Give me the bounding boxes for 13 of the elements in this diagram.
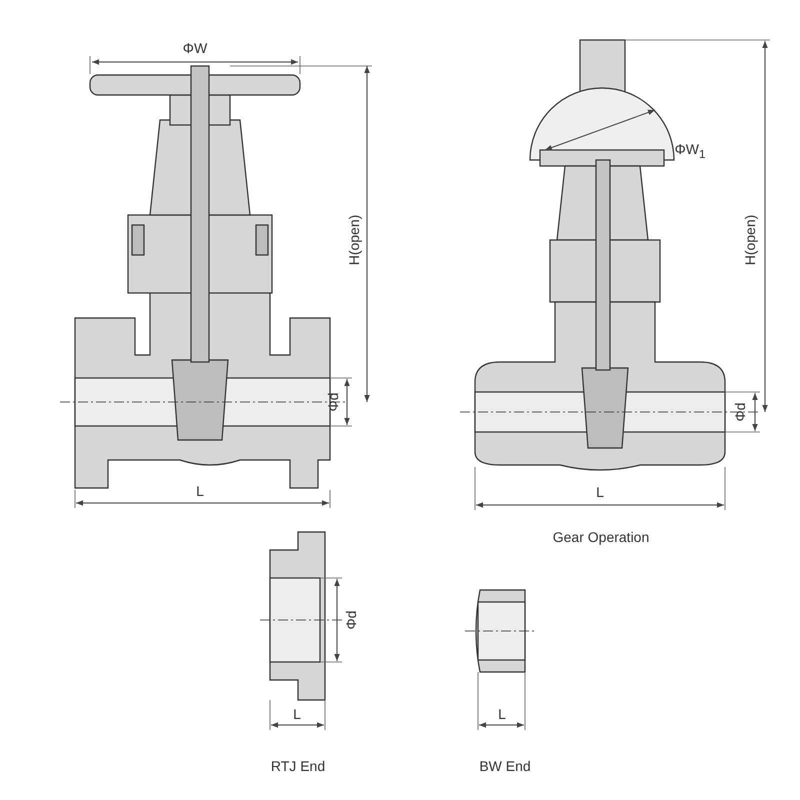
view-caption: RTJ End [270,758,326,774]
dimension-label: H(open) [742,214,758,266]
dimension-label: L [196,483,204,499]
view-caption: Gear Operation [552,529,650,545]
dimension-label: H(open) [346,214,362,266]
dimension-label: Φd [343,610,359,630]
dimension-label: ΦW$_{1}$ [674,141,706,163]
dimension-label: Φd [732,402,748,422]
view-caption: BW End [479,758,531,774]
dimension-label: L [498,706,506,722]
dimension-label: L [293,706,301,722]
dimension-label: L [596,484,604,500]
dimension-label: ΦW [182,40,208,56]
